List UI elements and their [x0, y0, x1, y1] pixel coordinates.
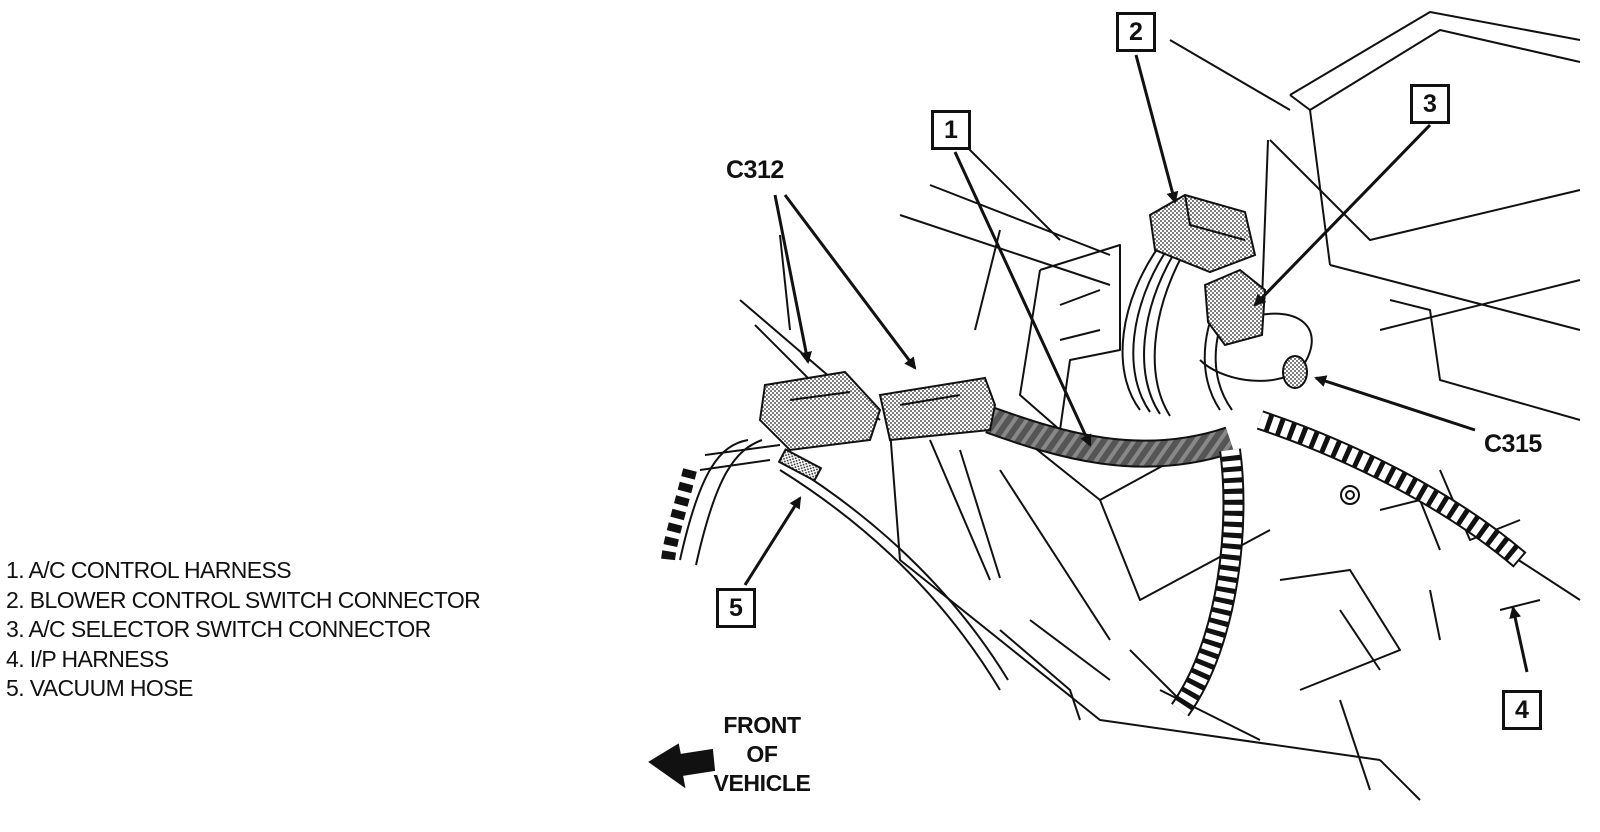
switch-wires: [1121, 244, 1313, 417]
ip-harness-right-wrap: [1257, 412, 1526, 567]
callout-5: 5: [716, 588, 756, 628]
ac-harness-wrap: [985, 408, 1234, 466]
front-arrow-icon: [648, 743, 716, 789]
selector-connector-drawing: [1203, 268, 1267, 347]
callout-4: 4: [1502, 690, 1542, 730]
legend-item-1: 1. A/C CONTROL HARNESS: [6, 557, 292, 583]
leader-lines: [743, 54, 1529, 673]
vacuum-hose-drawing: [679, 439, 1009, 691]
c312-connector-drawing: [758, 370, 997, 452]
legend-item-2: 2. BLOWER CONTROL SWITCH CONNECTOR: [6, 586, 481, 613]
legend-item-3: 3. A/C SELECTOR SWITCH CONNECTOR: [6, 616, 431, 642]
callout-2: 2: [1116, 12, 1156, 52]
callout-1: 1: [931, 110, 971, 150]
callout-3: 3: [1410, 84, 1450, 124]
hose-coupler: [777, 448, 823, 482]
legend-item-4: 4. I/P HARNESS: [6, 645, 169, 672]
blower-connector-drawing: [1148, 193, 1257, 274]
front-of-vehicle-label: FRONT OF VEHICLE: [712, 711, 812, 798]
c315-connector-drawing: [1282, 355, 1308, 389]
legend-item-5: 5. VACUUM HOSE: [6, 675, 193, 701]
front-label-line-1: FRONT: [723, 712, 801, 738]
connector-label-c312: C312: [726, 156, 784, 184]
front-label-line-3: VEHICLE: [713, 770, 811, 796]
front-label-line-2: OF: [746, 741, 778, 767]
harness-wrap-left: [661, 468, 697, 561]
legend-list: 1. A/C CONTROL HARNESS 2. BLOWER CONTROL…: [6, 556, 481, 704]
connector-label-c315: C315: [1484, 430, 1542, 458]
ip-harness-wrap: [1172, 448, 1243, 716]
